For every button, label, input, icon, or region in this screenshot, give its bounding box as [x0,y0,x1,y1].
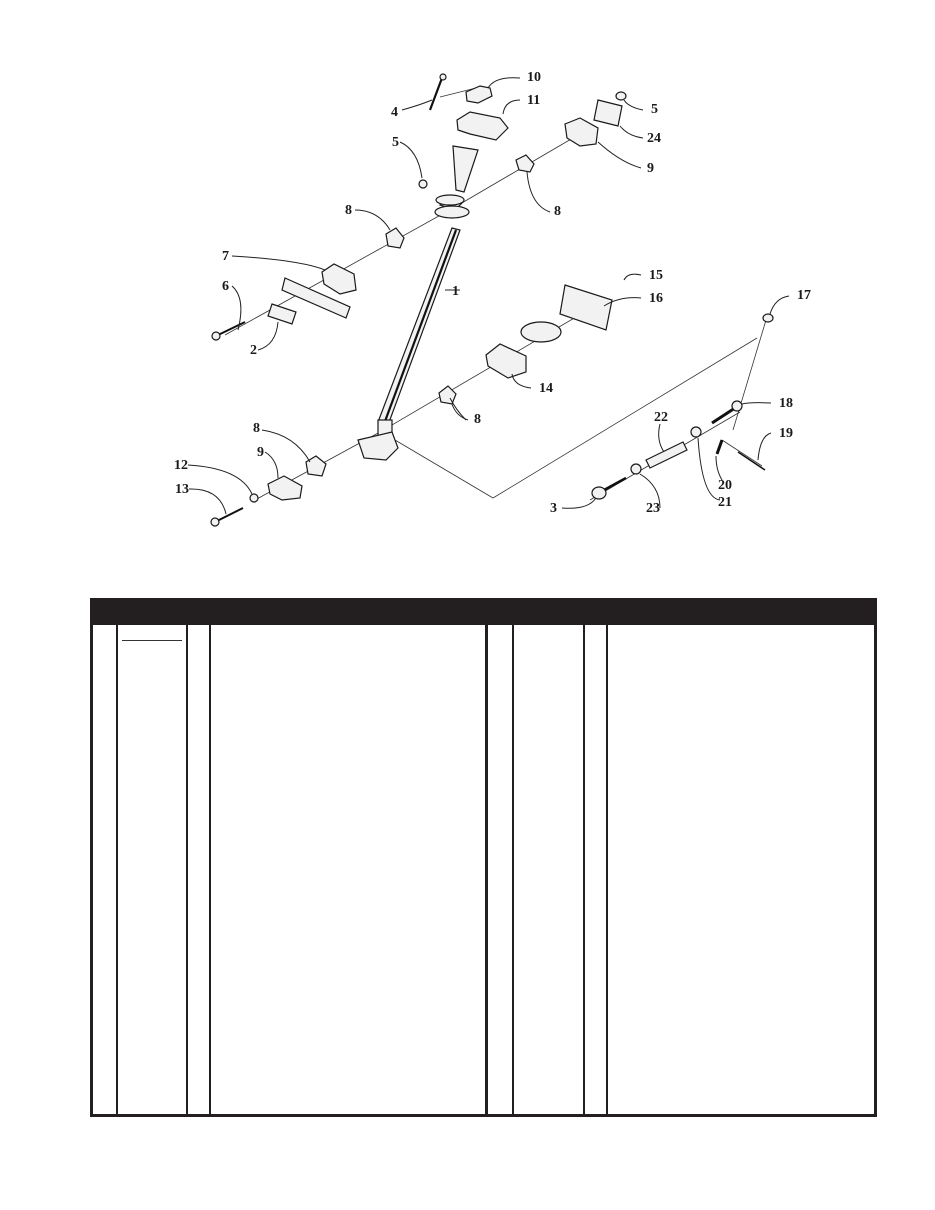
header-description-left [212,598,485,625]
callout-24: 24 [647,131,661,146]
callout-18: 18 [779,396,793,411]
callout-8-lower-right: 8 [474,412,481,427]
callout-6: 6 [222,279,229,294]
callout-8-lower-left: 8 [253,421,260,436]
steering-post [357,145,479,461]
top-clamp-parts [428,73,509,141]
callout-1: 1 [452,284,459,299]
header-ref-right [488,598,512,625]
callout-20: 20 [718,478,732,493]
header-qty-left [189,598,210,625]
callout-labels: 1 2 3 4 5 5 6 7 8 8 8 8 9 9 10 11 12 13 … [174,70,811,516]
header-description-right [609,598,874,625]
header-qty-right [586,598,607,625]
brackets-and-bushings [210,91,774,527]
header-ref-left [93,598,117,625]
callout-3: 3 [550,501,557,516]
callout-11: 11 [527,93,540,108]
callout-14: 14 [539,381,553,396]
column-divider [606,625,608,1114]
callout-23: 23 [646,501,660,516]
callout-10: 10 [527,70,541,85]
column-divider [512,625,514,1114]
callout-9-lower: 9 [257,445,264,460]
callout-4: 4 [391,105,398,120]
callout-15: 15 [649,268,663,283]
callout-13: 13 [175,482,189,497]
callout-7: 7 [222,249,229,264]
callout-5-left: 5 [392,135,399,150]
column-divider [186,625,188,1114]
callout-8-upper-left: 8 [345,203,352,218]
callout-12: 12 [174,458,188,473]
column-divider [209,625,211,1114]
callout-leaders [187,77,790,515]
callout-2: 2 [250,343,257,358]
callout-22: 22 [654,410,668,425]
column-divider [583,625,585,1114]
header-part-no-right [515,598,583,625]
table-center-divider [485,625,488,1114]
callout-19: 19 [779,426,793,441]
header-part-no-left [119,598,187,625]
callout-8-upper-right: 8 [554,204,561,219]
exploded-parts-diagram: 1 2 3 4 5 5 6 7 8 8 8 8 9 9 10 11 12 13 … [174,70,811,527]
parts-table-header [90,598,877,625]
parts-list-table [90,598,877,1117]
column-divider [116,625,118,1114]
tie-rod-linkage-parts [591,400,766,500]
callout-5-right: 5 [651,102,658,117]
callout-17: 17 [797,288,811,303]
callout-16: 16 [649,291,663,306]
callout-9-upper: 9 [647,161,654,176]
part-number-underline [122,640,182,641]
callout-21: 21 [718,495,732,510]
